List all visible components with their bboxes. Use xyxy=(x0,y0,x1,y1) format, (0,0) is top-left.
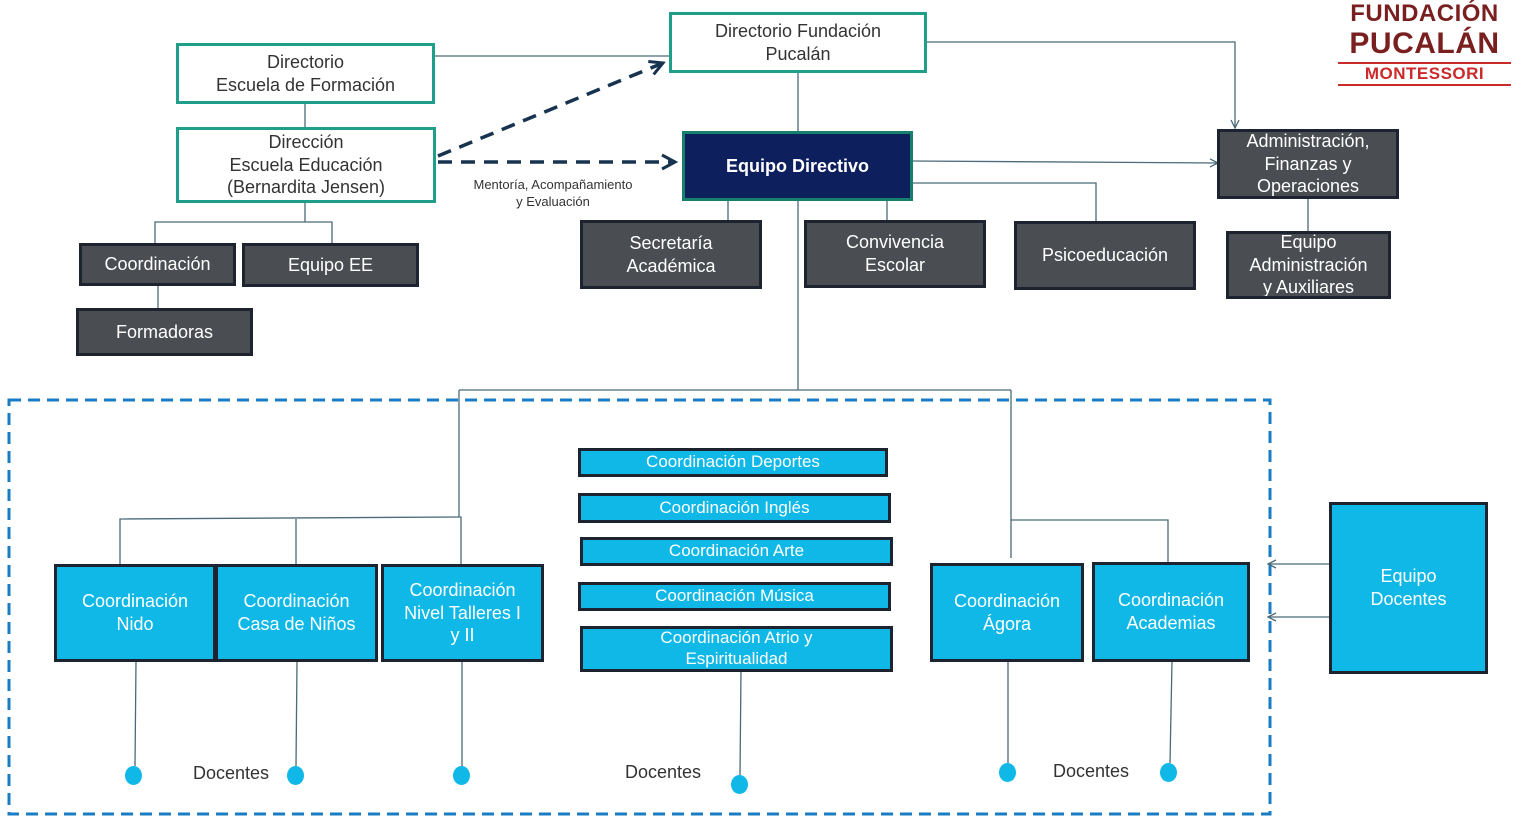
box-coord-deportes: Coordinación Deportes xyxy=(578,448,888,477)
link-left-to-talleres xyxy=(459,516,462,566)
link-direccion-equipo-ee xyxy=(305,221,333,245)
docente-dot-atrio xyxy=(731,775,748,794)
docente-dot-academias xyxy=(1160,763,1177,782)
box-equipo-administracion: Equipo Administración y Auxiliares xyxy=(1226,231,1391,299)
link-directivo-administracion xyxy=(911,161,1218,163)
mentoria-label: Mentoría, Acompañamiento y Evaluación xyxy=(473,177,633,209)
docente-dot-talleres xyxy=(453,766,470,785)
link-fundacion-administracion xyxy=(926,41,1235,128)
docente-dot-nido xyxy=(125,766,142,785)
box-psicoeducacion: Psicoeducación xyxy=(1014,221,1196,290)
box-directorio-fundacion: Directorio Fundación Pucalán xyxy=(669,12,927,73)
docente-dot-agora xyxy=(999,763,1016,782)
box-equipo-ee: Equipo EE xyxy=(242,243,419,287)
box-coord-casa-ninos: Coordinación Casa de Niños xyxy=(215,564,378,662)
drop-nido xyxy=(134,660,137,767)
logo-line-1: FUNDACIÓN xyxy=(1350,0,1499,27)
box-coord-academias: Coordinación Academias xyxy=(1092,562,1250,662)
box-coord-arte: Coordinación Arte xyxy=(580,537,893,566)
box-coord-talleres: Coordinación Nivel Talleres I y II xyxy=(381,564,544,662)
drop-academias xyxy=(1169,660,1173,764)
link-left-to-nido xyxy=(119,516,460,566)
dashed-arrow-to-fundacion xyxy=(437,63,663,158)
docentes-area-frame xyxy=(7,398,1272,816)
docentes-label-center: Docentes xyxy=(625,762,702,782)
box-coord-agora: Coordinación Ágora xyxy=(930,563,1084,662)
link-right-to-academias xyxy=(1011,519,1169,564)
box-formadoras: Formadoras xyxy=(76,308,253,356)
docentes-label-left: Docentes xyxy=(193,763,270,783)
box-coord-ingles: Coordinación Inglés xyxy=(578,493,891,523)
box-administracion-finanzas: Administración, Finanzas y Operaciones xyxy=(1217,129,1399,199)
logo-line-2: PUCALÁN xyxy=(1349,27,1500,60)
link-direccion-coordinacion xyxy=(154,201,306,245)
fundacion-pucalan-logo: FUNDACIÓN PUCALÁN MONTESSORI xyxy=(1334,0,1515,92)
box-coord-nido: Coordinación Nido xyxy=(54,564,216,662)
box-directorio-escuela-formacion: Directorio Escuela de Formación xyxy=(176,43,435,104)
logo-line-3: MONTESSORI xyxy=(1338,62,1511,86)
docente-dot-casa xyxy=(287,766,304,785)
drop-casa xyxy=(295,660,298,767)
box-equipo-directivo: Equipo Directivo xyxy=(682,131,913,201)
box-equipo-docentes: Equipo Docentes xyxy=(1329,502,1488,674)
box-coord-musica: Coordinación Música xyxy=(578,582,891,611)
link-directivo-psicoeducacion xyxy=(912,182,1097,223)
box-coordinacion: Coordinación xyxy=(79,243,236,286)
box-coord-atrio: Coordinación Atrio y Espiritualidad xyxy=(580,626,893,672)
box-secretaria-academica: Secretaría Académica xyxy=(580,220,762,289)
drop-atrio xyxy=(739,668,742,776)
box-direccion-escuela-educacion: Dirección Escuela Educación (Bernardita … xyxy=(176,127,436,203)
docentes-label-right: Docentes xyxy=(1053,761,1130,781)
box-convivencia-escolar: Convivencia Escolar xyxy=(804,220,986,288)
